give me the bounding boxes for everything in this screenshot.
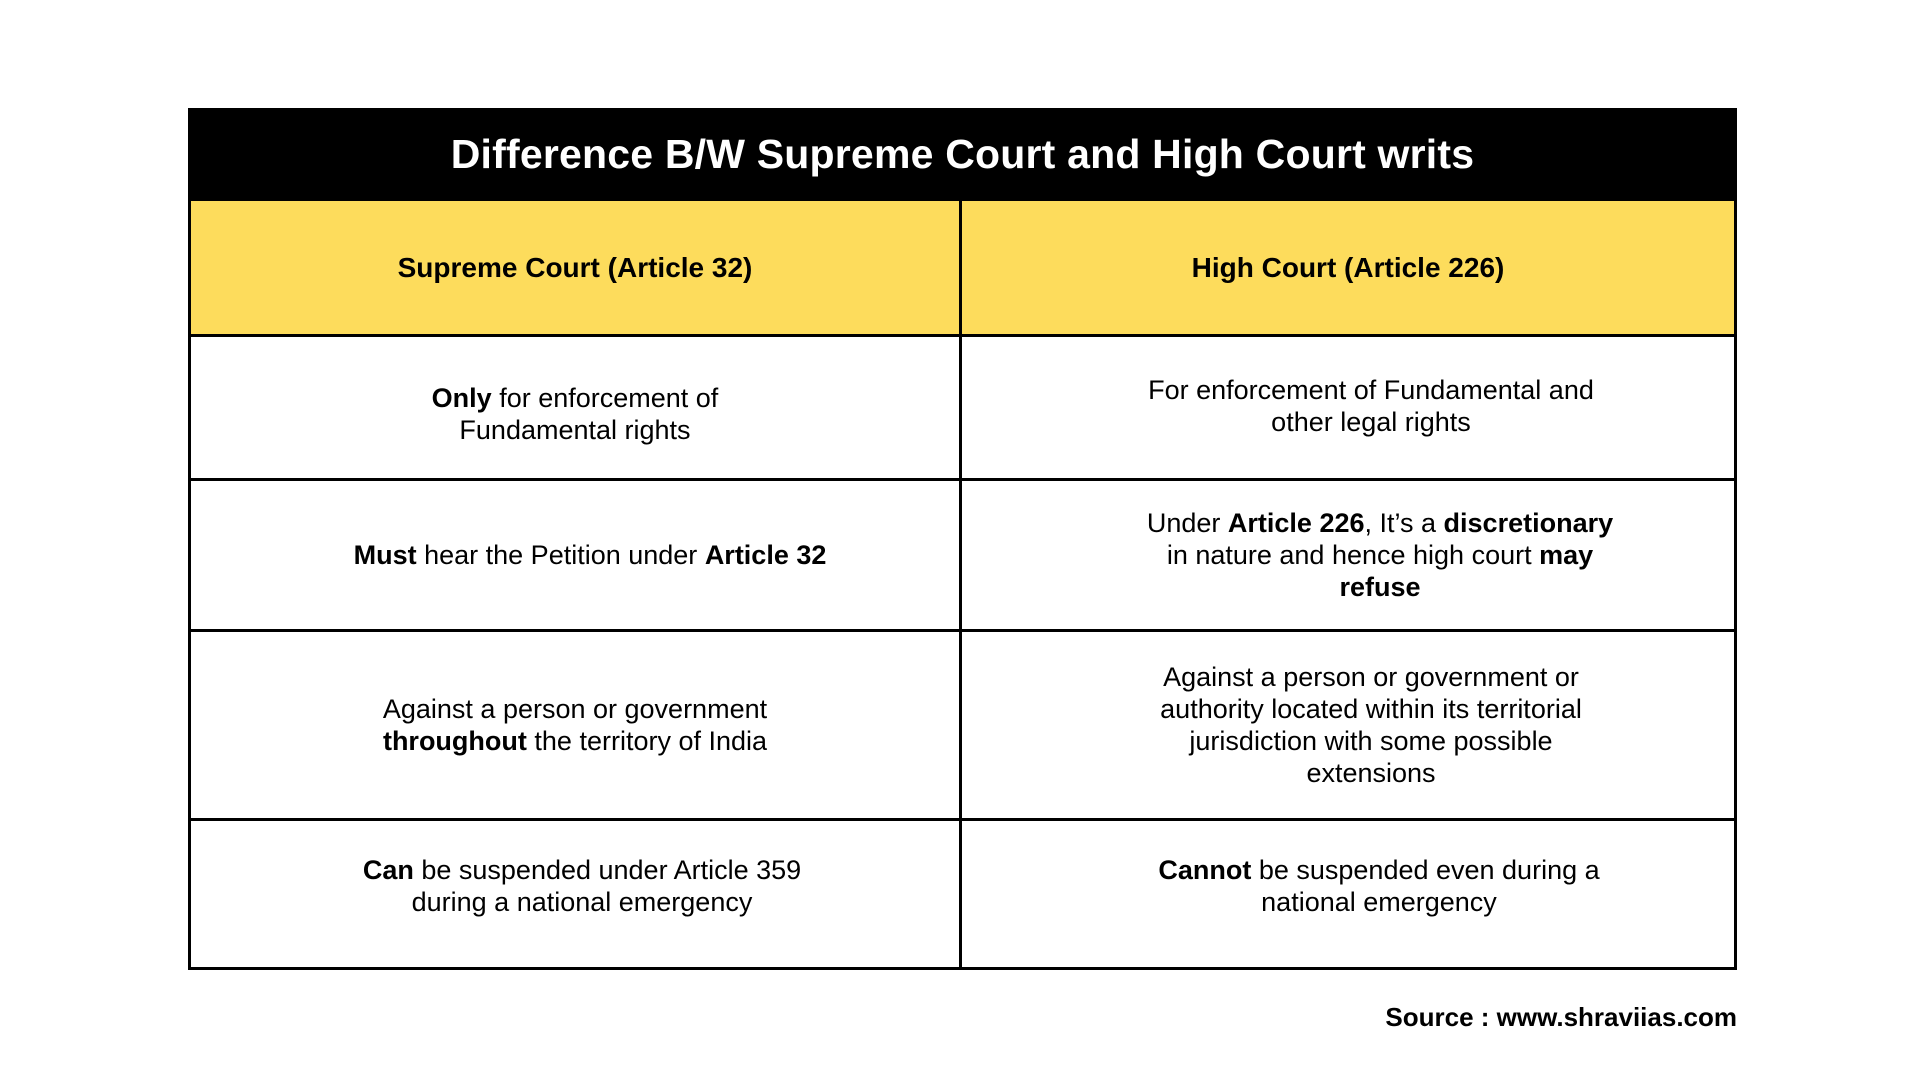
cell-text: jurisdiction with some possible xyxy=(1189,726,1553,756)
emphasis-text: may xyxy=(1539,540,1594,570)
column-header-label: High Court (Article 226) xyxy=(1191,251,1505,283)
cell-text: for enforcement of xyxy=(491,382,719,413)
cell-text-line: national emergency xyxy=(1261,886,1497,918)
cell-text-line: Under Article 226, It’s a discretionary xyxy=(1147,507,1613,539)
cell-text: Fundamental rights xyxy=(459,414,691,445)
table-title-bar: Difference B/W Supreme Court and High Co… xyxy=(191,111,1734,198)
cell-text: extensions xyxy=(1306,758,1436,788)
cell-text: in nature and hence high court xyxy=(1166,540,1540,570)
emphasis-text: Can xyxy=(362,854,414,885)
column-header-supreme-court: Supreme Court (Article 32) xyxy=(191,201,962,334)
cell-text: , It’s a xyxy=(1364,508,1444,538)
column-header-row: Supreme Court (Article 32) High Court (A… xyxy=(191,198,1734,334)
cell-text-line: authority located within its territorial xyxy=(1160,693,1582,725)
cell-text: Against a person or government xyxy=(382,694,768,724)
cell-text: be suspended even during a xyxy=(1251,854,1600,885)
emphasis-text: Only xyxy=(431,382,492,413)
cell-text-line: refuse xyxy=(1339,571,1420,603)
emphasis-text: Cannot xyxy=(1158,854,1252,885)
cell-text: Under xyxy=(1146,508,1228,538)
cell-text-line: extensions xyxy=(1306,757,1435,789)
cell-text-line: other legal rights xyxy=(1271,406,1471,438)
supreme-court-cell: Must hear the Petition under Article 32 xyxy=(191,481,962,629)
table-row: Must hear the Petition under Article 32 … xyxy=(191,478,1734,629)
cell-text: hear the Petition under xyxy=(416,540,705,570)
emphasis-text: Article 32 xyxy=(704,540,827,570)
emphasis-text: Article 226 xyxy=(1227,508,1365,538)
cell-text-line: Can be suspended under Article 359 xyxy=(363,854,801,886)
table-title: Difference B/W Supreme Court and High Co… xyxy=(450,131,1475,177)
emphasis-text: refuse xyxy=(1339,572,1421,602)
cell-text-line: jurisdiction with some possible xyxy=(1189,725,1552,757)
cell-text-line: Must hear the Petition under Article 32 xyxy=(354,539,827,571)
source-credit: Source : www.shraviias.com xyxy=(1385,1002,1737,1032)
cell-text-line: For enforcement of Fundamental and xyxy=(1148,374,1594,406)
cell-text-line: Fundamental rights xyxy=(459,414,690,446)
cell-text-line: Cannot be suspended even during a xyxy=(1158,854,1599,886)
cell-text: be suspended under Article 359 xyxy=(413,854,802,885)
cell-text: For enforcement of Fundamental and xyxy=(1148,374,1594,405)
cell-text-line: Against a person or government or xyxy=(1163,661,1579,693)
cell-text: other legal rights xyxy=(1271,406,1471,437)
column-header-high-court: High Court (Article 226) xyxy=(962,201,1734,334)
cell-text: during a national emergency xyxy=(411,886,753,917)
comparison-table: Difference B/W Supreme Court and High Co… xyxy=(188,108,1737,970)
cell-text-line: during a national emergency xyxy=(412,886,753,918)
cell-text-line: throughout the territory of India xyxy=(383,725,767,757)
cell-text: national emergency xyxy=(1261,886,1497,917)
cell-text: the territory of India xyxy=(526,726,768,756)
emphasis-text: throughout xyxy=(382,726,527,756)
cell-text-line: Against a person or government xyxy=(383,693,767,725)
cell-text-line: in nature and hence high court may xyxy=(1167,539,1593,571)
cell-text-line: Only for enforcement of xyxy=(432,382,719,414)
cell-text: authority located within its territorial xyxy=(1160,694,1582,724)
cell-text: Against a person or government or xyxy=(1163,662,1579,692)
column-header-label: Supreme Court (Article 32) xyxy=(397,251,753,283)
emphasis-text: Must xyxy=(353,540,417,570)
emphasis-text: discretionary xyxy=(1443,508,1614,538)
